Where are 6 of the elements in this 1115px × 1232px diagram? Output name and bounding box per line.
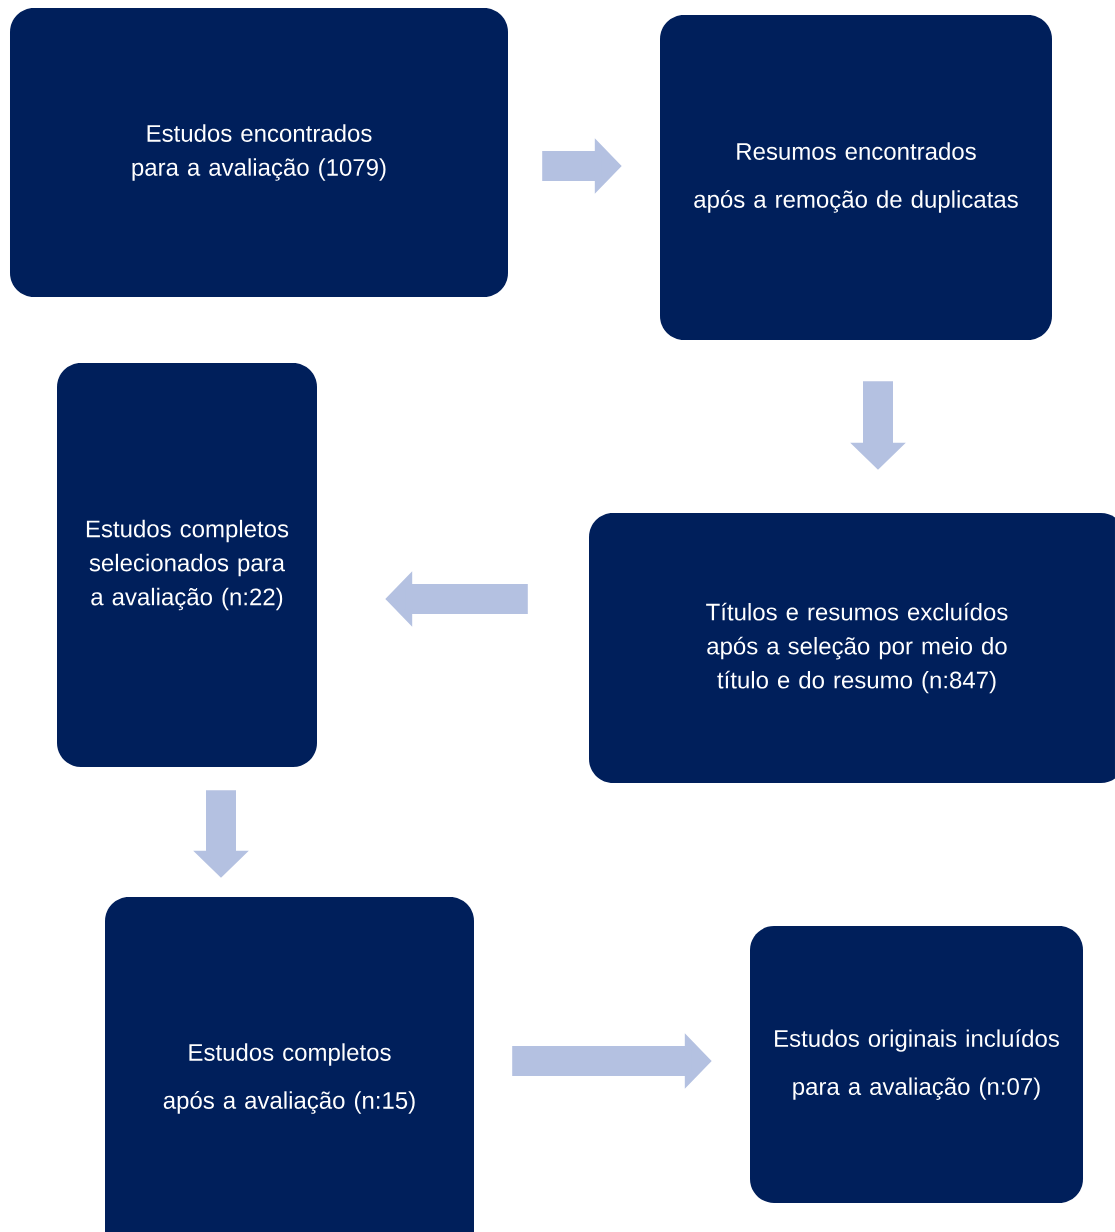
process-box: Títulos e resumos excluídos após a seleção por meio do título e do resumo (n:847) [589, 513, 1115, 783]
process-box: Estudos completos selecionados para a avaliação (n:22) [57, 363, 317, 767]
process-box: Estudos encontrados para a avaliação (1079) [10, 8, 508, 297]
process-box: Estudos originais incluídos para a avaliação (n:07) [750, 926, 1083, 1203]
process-box: Resumos encontrados após a remoção de duplicatas [660, 15, 1052, 340]
process-box: Estudos completos após a avaliação (n:15) [105, 897, 474, 1232]
